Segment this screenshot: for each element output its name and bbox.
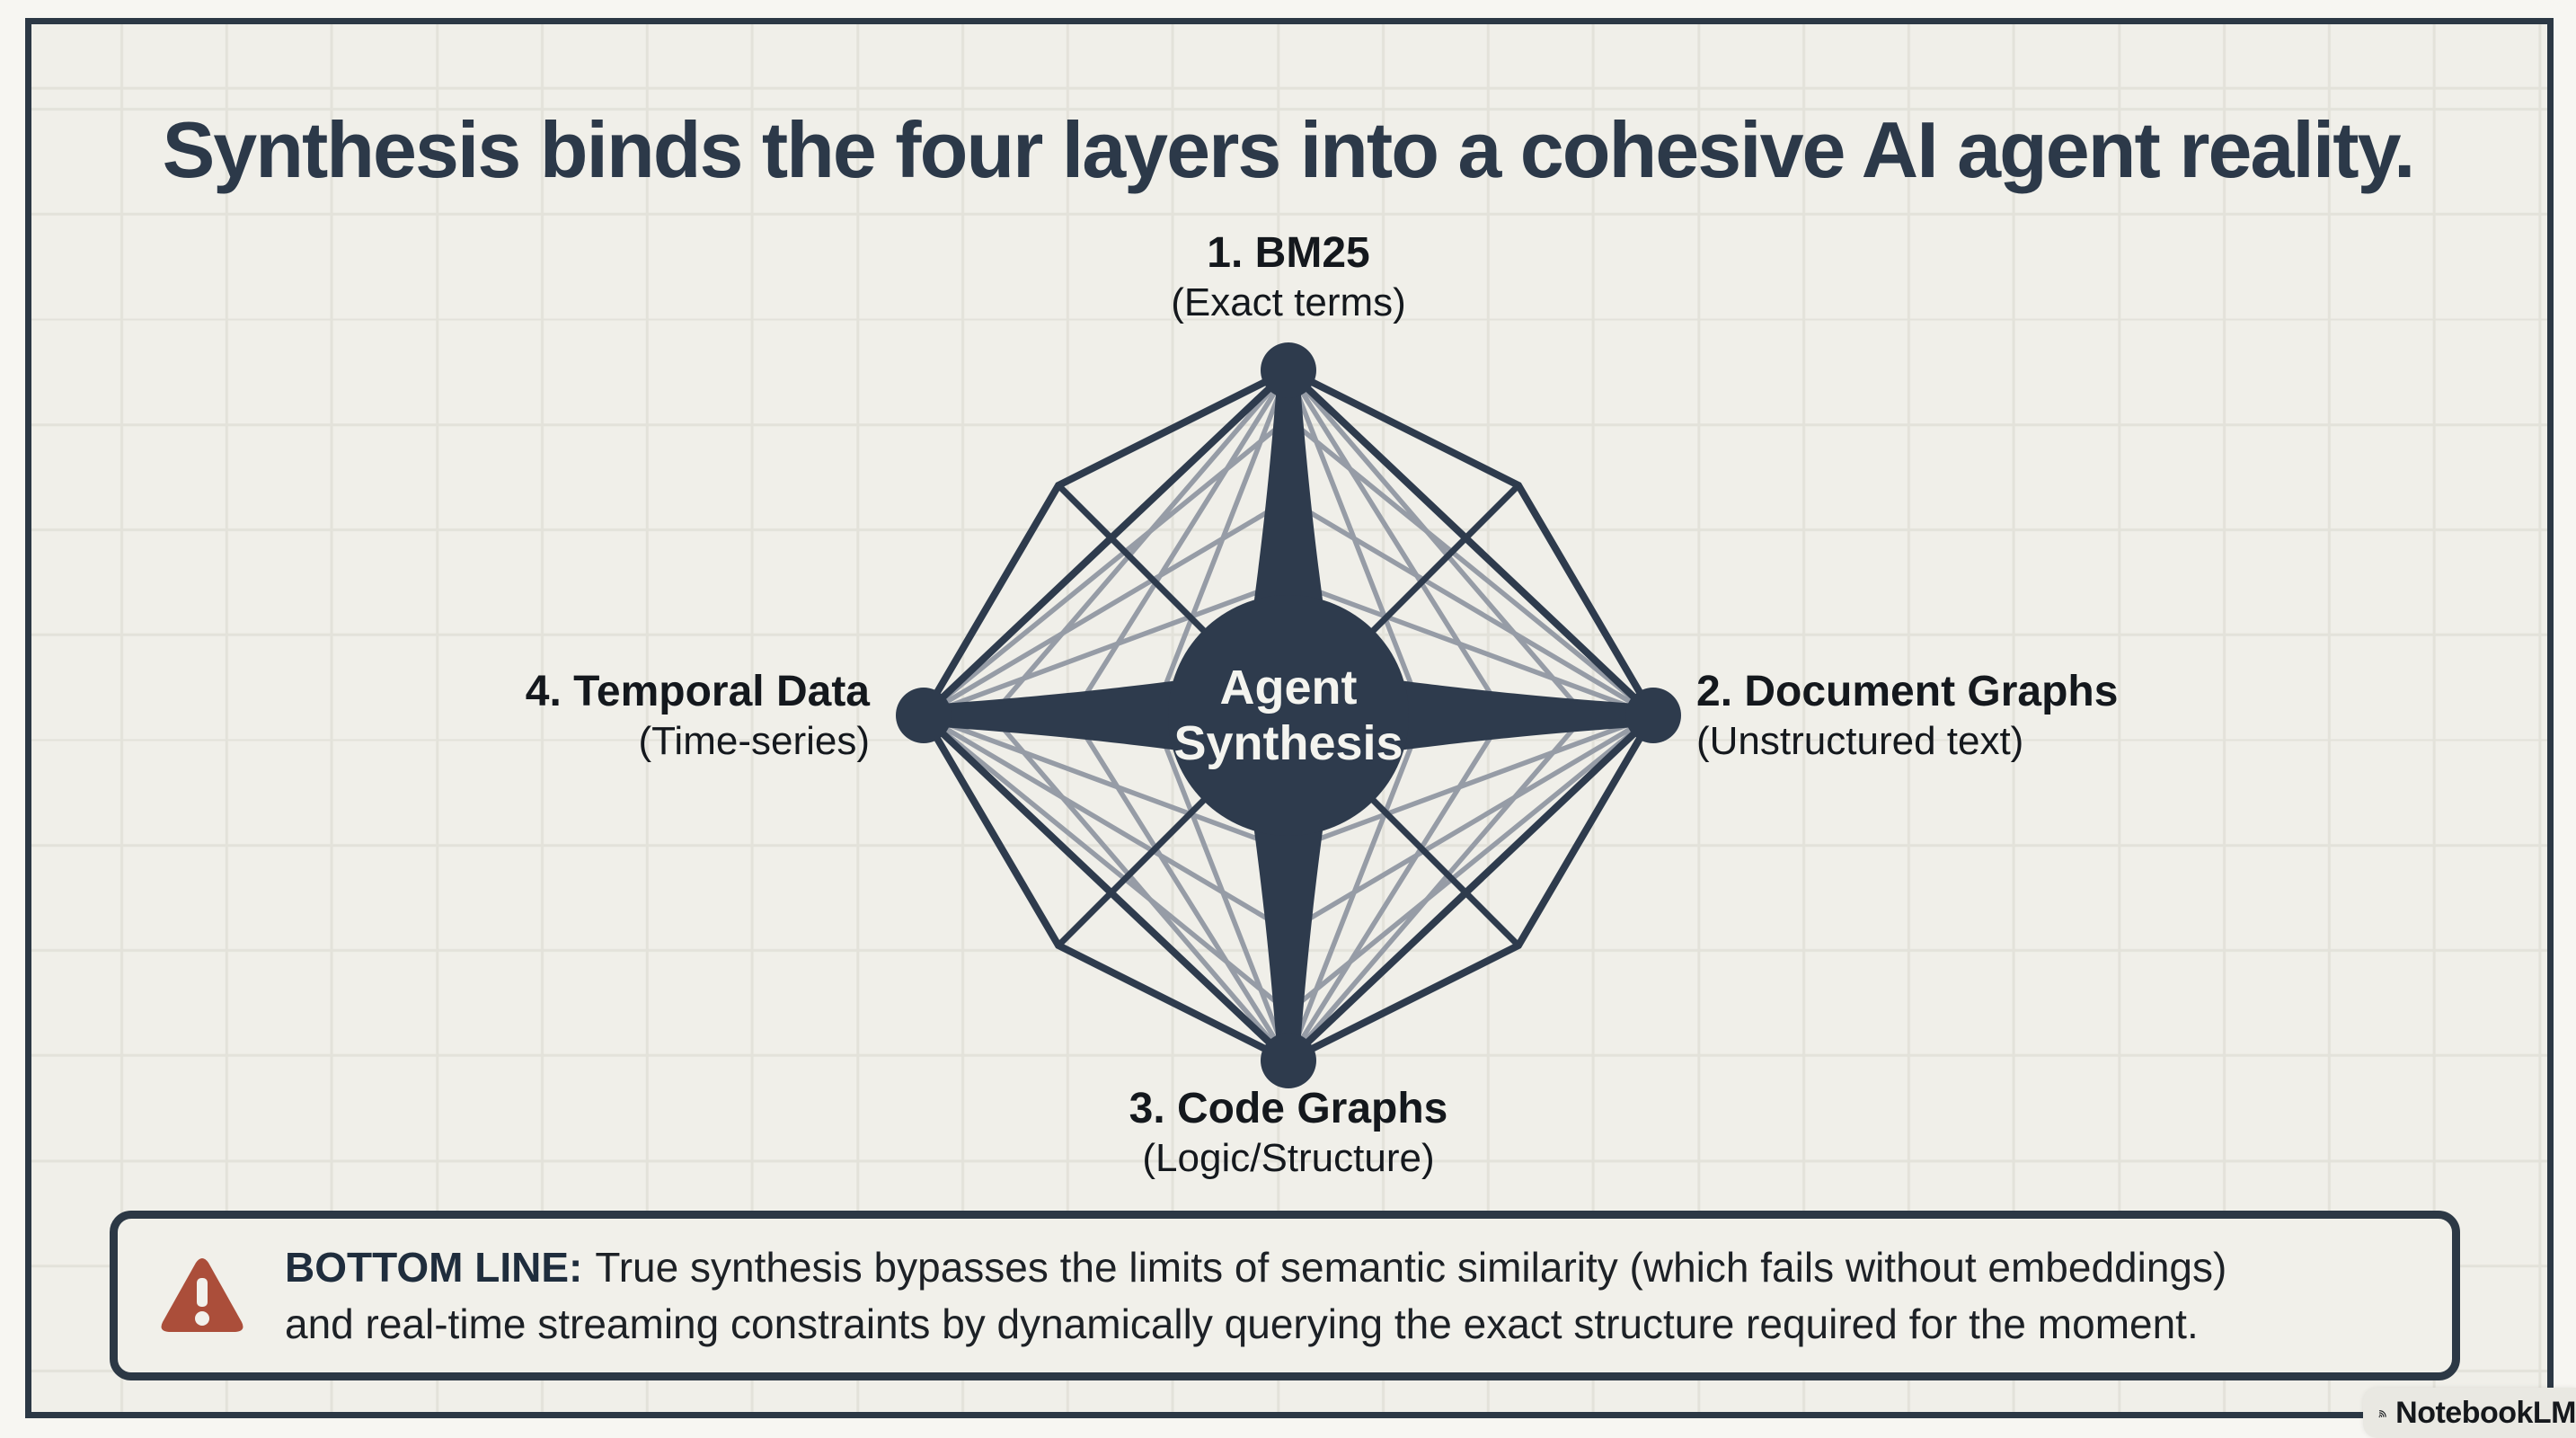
node-subtitle: (Time-series) <box>638 719 870 763</box>
center-hub-circle <box>1168 595 1409 836</box>
notebooklm-watermark: NotebookLM <box>2363 1388 2576 1438</box>
node-bm25-circle <box>1261 342 1316 398</box>
node-subtitle: (Exact terms) <box>1171 280 1406 324</box>
node-label-document-graphs: 2. Document Graphs (Unstructured text) <box>1696 667 2379 766</box>
node-title: 2. Document Graphs <box>1696 668 2119 715</box>
warning-icon <box>159 1256 245 1336</box>
bottom-line-line1: True synthesis bypasses the limits of se… <box>595 1243 2227 1291</box>
outer-nodes <box>896 342 1681 1088</box>
node-label-code-graphs: 3. Code Graphs (Logic/Structure) <box>974 1084 1603 1183</box>
bottom-line-line2: and real-time streaming constraints by d… <box>285 1300 2199 1347</box>
node-label-temporal-data: 4. Temporal Data (Time-series) <box>187 667 870 766</box>
node-title: 4. Temporal Data <box>525 668 870 715</box>
bottom-line-label: BOTTOM LINE: <box>285 1243 583 1291</box>
center-hub-line1: Agent <box>1219 661 1358 715</box>
node-subtitle: (Logic/Structure) <box>1142 1136 1435 1180</box>
node-title: 3. Code Graphs <box>1129 1085 1448 1132</box>
node-title: 1. BM25 <box>1207 229 1370 277</box>
bottom-line-callout: BOTTOM LINE:True synthesis bypasses the … <box>110 1211 2460 1380</box>
node-temporal-data-circle <box>896 688 952 743</box>
node-code-graphs-circle <box>1261 1033 1316 1088</box>
bottom-line-text: BOTTOM LINE:True synthesis bypasses the … <box>285 1239 2226 1353</box>
notebooklm-logo-icon <box>2378 1410 2386 1418</box>
page-title: Synthesis binds the four layers into a c… <box>162 105 2416 194</box>
node-label-bm25: 1. BM25 (Exact terms) <box>974 228 1603 327</box>
node-document-graphs-circle <box>1625 688 1681 743</box>
center-hub-line2: Synthesis <box>1173 716 1403 770</box>
node-subtitle: (Unstructured text) <box>1696 719 2024 763</box>
watermark-label: NotebookLM <box>2395 1395 2576 1430</box>
web-diagonal-spokes <box>1056 483 1521 948</box>
center-hub-label: Agent Synthesis <box>1109 660 1468 771</box>
web-gray-lines <box>922 368 1655 1062</box>
